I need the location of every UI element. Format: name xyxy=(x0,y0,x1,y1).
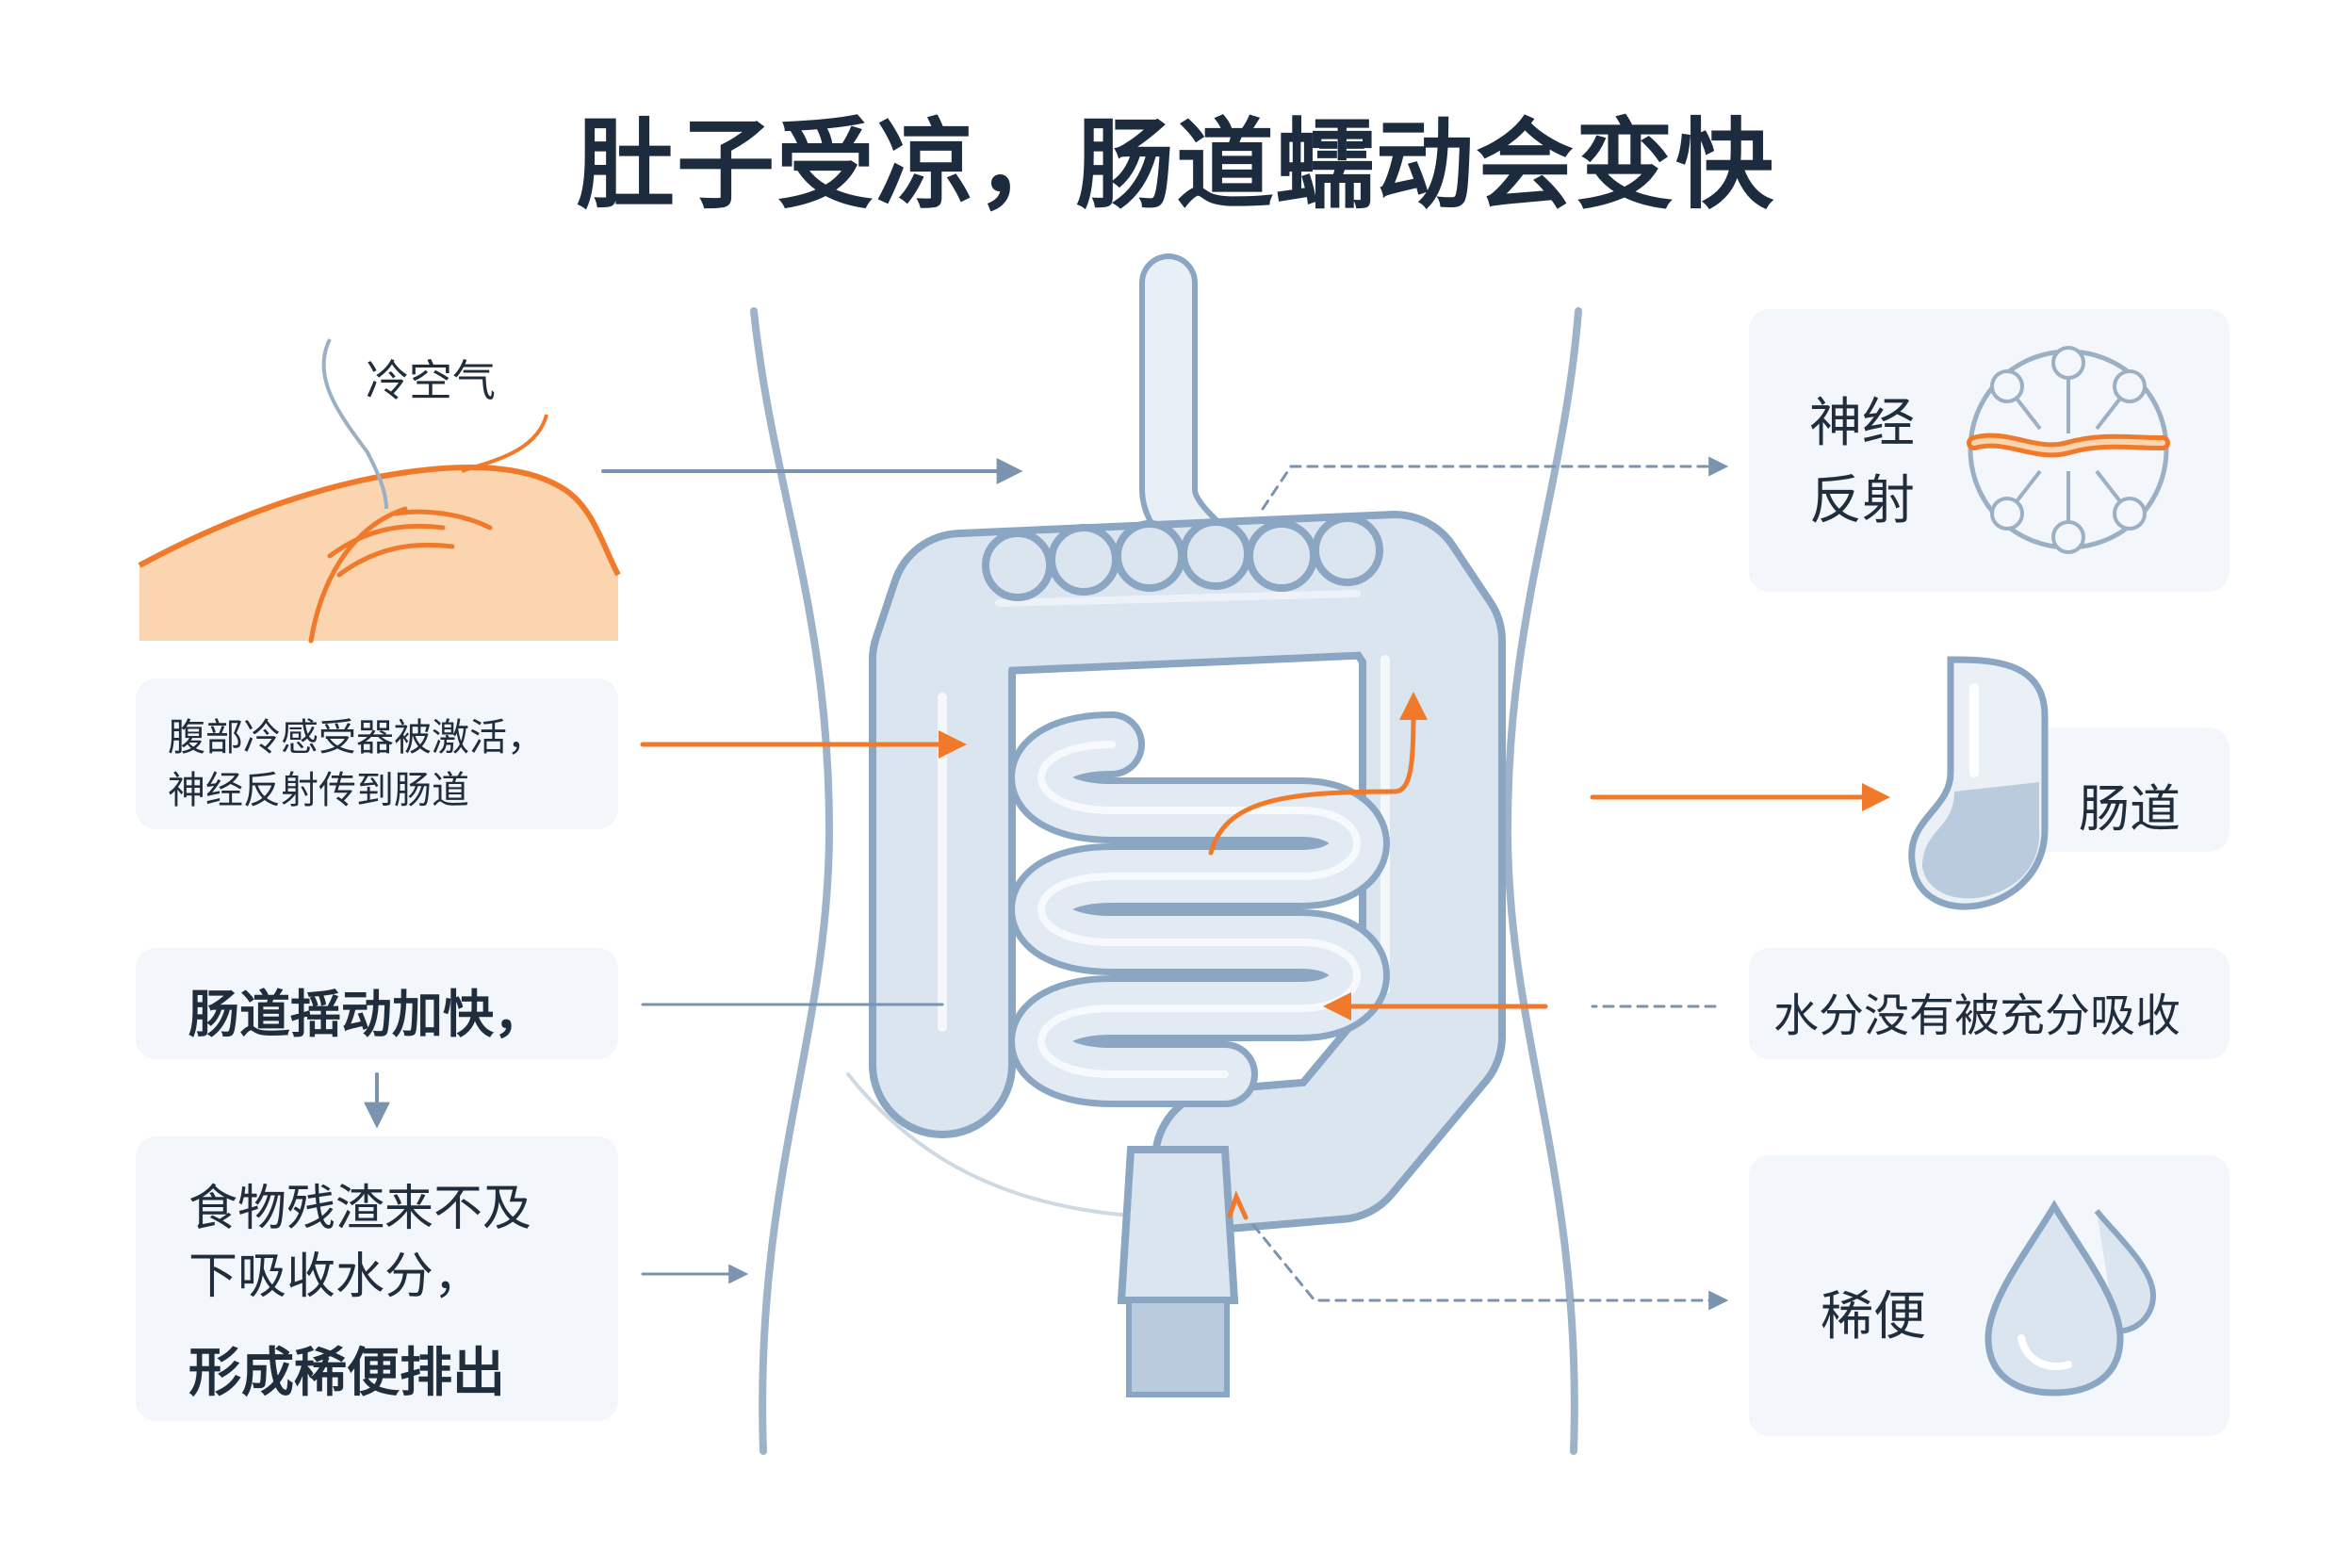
water-absorption-card xyxy=(1749,948,2230,1059)
cold-receptor-card xyxy=(136,678,618,829)
peristalsis-card xyxy=(136,948,618,1059)
small-intestine xyxy=(1008,711,1390,1107)
rectum xyxy=(1117,1146,1239,1397)
step1-line1: 腹部冷感受器被激活， xyxy=(168,716,545,760)
intestine-label: 肠道 xyxy=(2079,779,2180,839)
intestine-motion-arrows xyxy=(1208,692,1548,1220)
step2-label: 肠道揺动加快， xyxy=(188,985,545,1044)
nerve-label-line1: 神经 xyxy=(1809,393,1915,454)
step1-line2: 神经反射传到肠道 xyxy=(168,769,469,812)
page-title: 肚子受凉，肠道蠕动会变快 xyxy=(576,107,1775,222)
cold-skin-icon xyxy=(138,338,621,644)
water-label: 水分没有被充分吸收 xyxy=(1773,989,2181,1042)
step3-line2: 下吸收水分， xyxy=(188,1249,483,1305)
nerve-label-line2: 反射 xyxy=(1809,470,1915,531)
connector-arrows xyxy=(364,456,1890,1311)
step3-line3: 形成稀便排出 xyxy=(188,1343,505,1404)
intestine-capsule-icon xyxy=(1908,656,2049,910)
step3-line1: 食物残渣来不及 xyxy=(188,1181,532,1237)
loose-stool-label: 稀便 xyxy=(1821,1286,1926,1348)
torso-outline xyxy=(750,307,1582,1455)
loose-stool-explanation-card xyxy=(136,1136,618,1421)
cold-air-label: 冷空气 xyxy=(366,355,496,406)
nerve-reflex-icon xyxy=(1967,346,2170,554)
water-drop-icon xyxy=(1984,1200,2157,1396)
colon xyxy=(869,511,1506,1233)
nerve-reflex-card xyxy=(1749,309,2230,592)
